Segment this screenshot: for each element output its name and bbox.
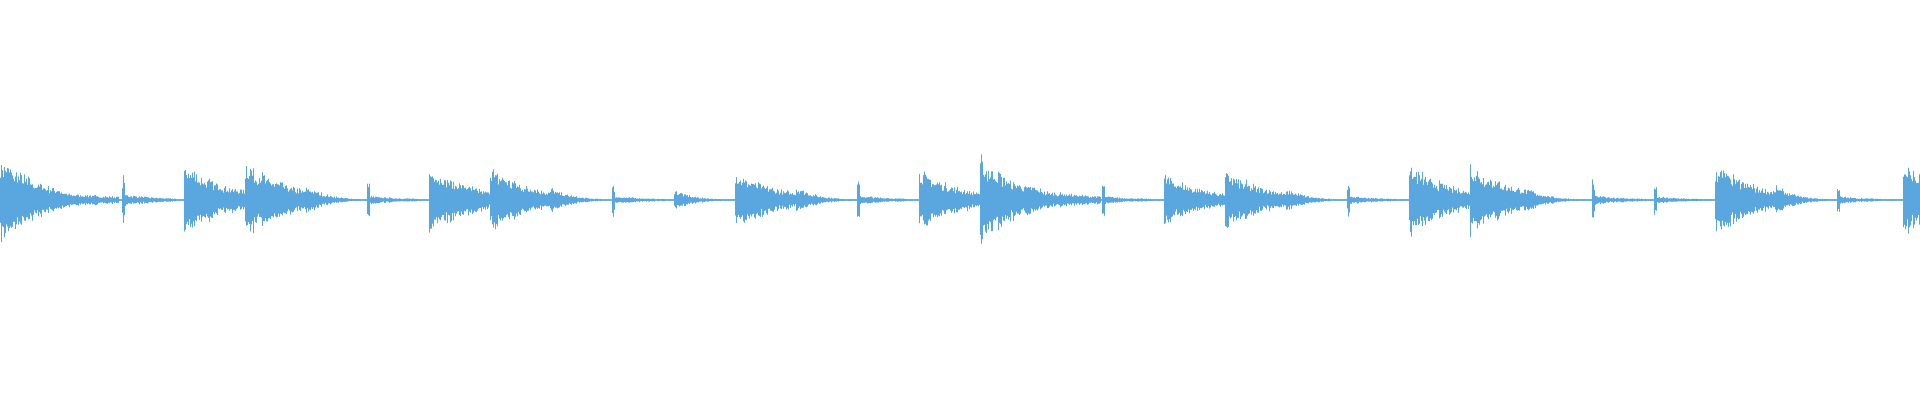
waveform-bars <box>0 154 1920 244</box>
